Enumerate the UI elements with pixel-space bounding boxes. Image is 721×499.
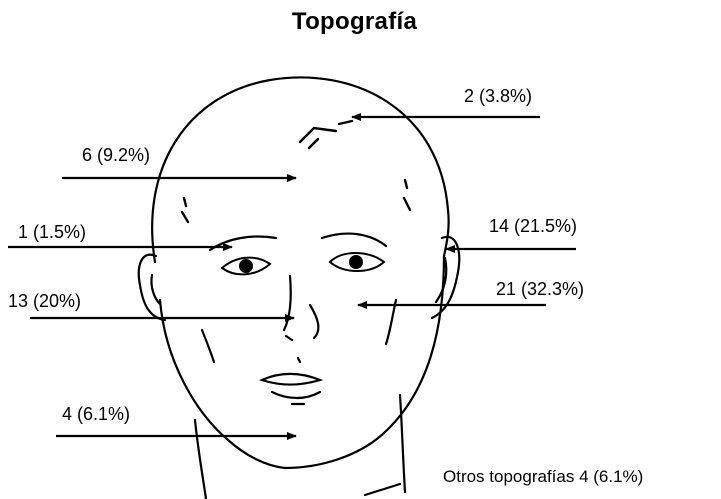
- label-cheek-right: 21 (32.3%): [496, 279, 584, 300]
- others-note: Otros topografías 4 (6.1%): [443, 467, 643, 487]
- label-chin: 4 (6.1%): [62, 404, 130, 425]
- eyes: [222, 253, 384, 274]
- label-cheek-left: 13 (20%): [8, 291, 81, 312]
- label-ear-right: 14 (21.5%): [489, 216, 577, 237]
- label-temple-left: 1 (1.5%): [18, 222, 86, 243]
- face-details: [202, 300, 396, 404]
- label-scalp: 2 (3.8%): [464, 86, 532, 107]
- label-forehead: 6 (9.2%): [82, 145, 150, 166]
- nose: [284, 276, 318, 340]
- scalp-marks: [182, 121, 410, 222]
- eyebrows: [210, 234, 386, 250]
